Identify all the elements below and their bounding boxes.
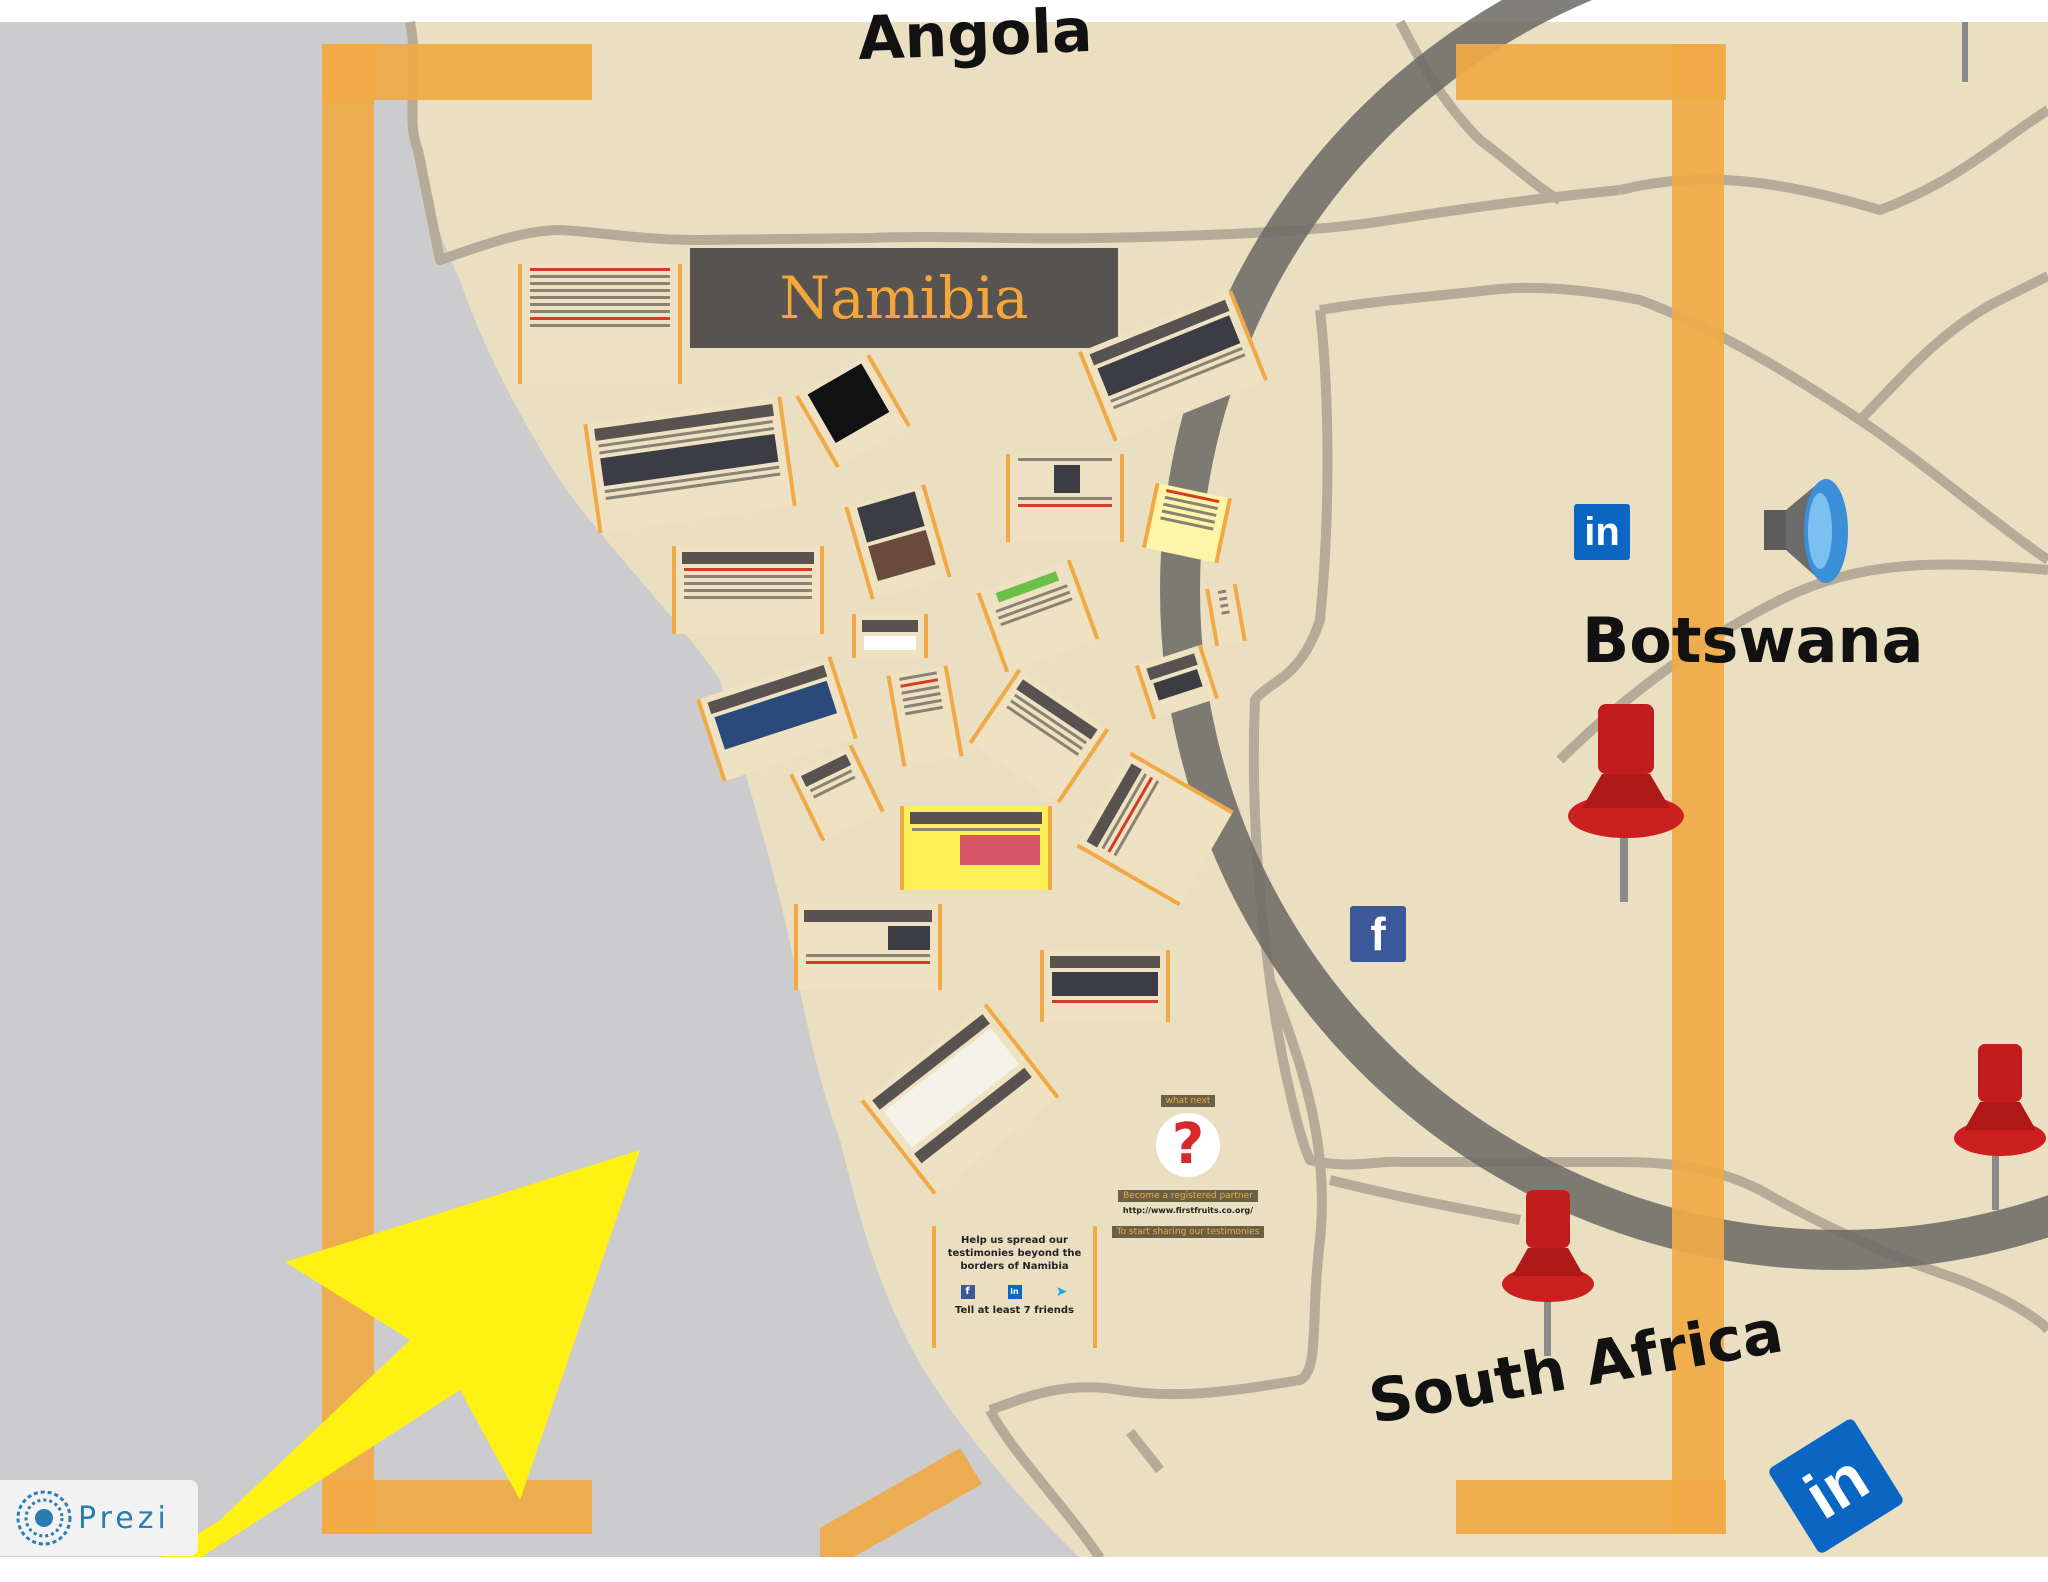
pin-icon xyxy=(1568,704,1684,902)
slide-thumbnail[interactable] xyxy=(518,264,682,384)
linkedin-icon[interactable]: in xyxy=(1007,1285,1022,1299)
question-mark-icon: ? xyxy=(1156,1113,1220,1177)
what-next-label: what next xyxy=(1160,1095,1216,1107)
slide-thumbnail[interactable] xyxy=(794,904,942,990)
slide-thumbnail[interactable] xyxy=(1040,950,1170,1022)
friends-text: Tell at least 7 friends xyxy=(955,1305,1074,1316)
facebook-icon[interactable]: f xyxy=(1350,906,1406,962)
partner-url[interactable]: http://www.firstfruits.co.org/ xyxy=(1122,1206,1254,1215)
linkedin-icon[interactable]: in xyxy=(1574,504,1630,560)
help-spread-slide[interactable]: Help us spread our testimonies beyond th… xyxy=(932,1226,1097,1348)
bottom-edge xyxy=(0,1557,2048,1582)
prezi-logo-badge[interactable]: Prezi xyxy=(0,1480,198,1556)
pin-icon xyxy=(1954,1044,2046,1210)
facebook-icon[interactable]: f xyxy=(960,1285,975,1299)
sharing-label: To start sharing our testimonies xyxy=(1111,1226,1265,1238)
slide-thumbnail[interactable] xyxy=(672,546,824,634)
pin-icon xyxy=(1502,1190,1594,1356)
slide-thumbnail[interactable] xyxy=(900,806,1052,890)
twitter-icon[interactable]: ➤ xyxy=(1055,1284,1068,1300)
pin-icon xyxy=(1962,22,1968,82)
namibia-title-box[interactable]: Namibia xyxy=(690,248,1118,348)
prezi-logo-text: Prezi xyxy=(78,1500,170,1536)
country-label-botswana: Botswana xyxy=(1582,604,1924,677)
country-label-angola: Angola xyxy=(856,0,1094,75)
speaker-icon[interactable] xyxy=(1760,474,1852,588)
help-text: Help us spread our testimonies beyond th… xyxy=(947,1235,1082,1272)
slide-thumbnail[interactable] xyxy=(1006,454,1124,542)
what-next-block[interactable]: what next ? Become a registered partner … xyxy=(1108,1088,1268,1238)
partner-label: Become a registered partner xyxy=(1118,1190,1258,1202)
page-title: Namibia xyxy=(779,264,1029,332)
prezi-logo-icon xyxy=(16,1490,72,1546)
slide-thumbnail[interactable] xyxy=(852,614,928,658)
